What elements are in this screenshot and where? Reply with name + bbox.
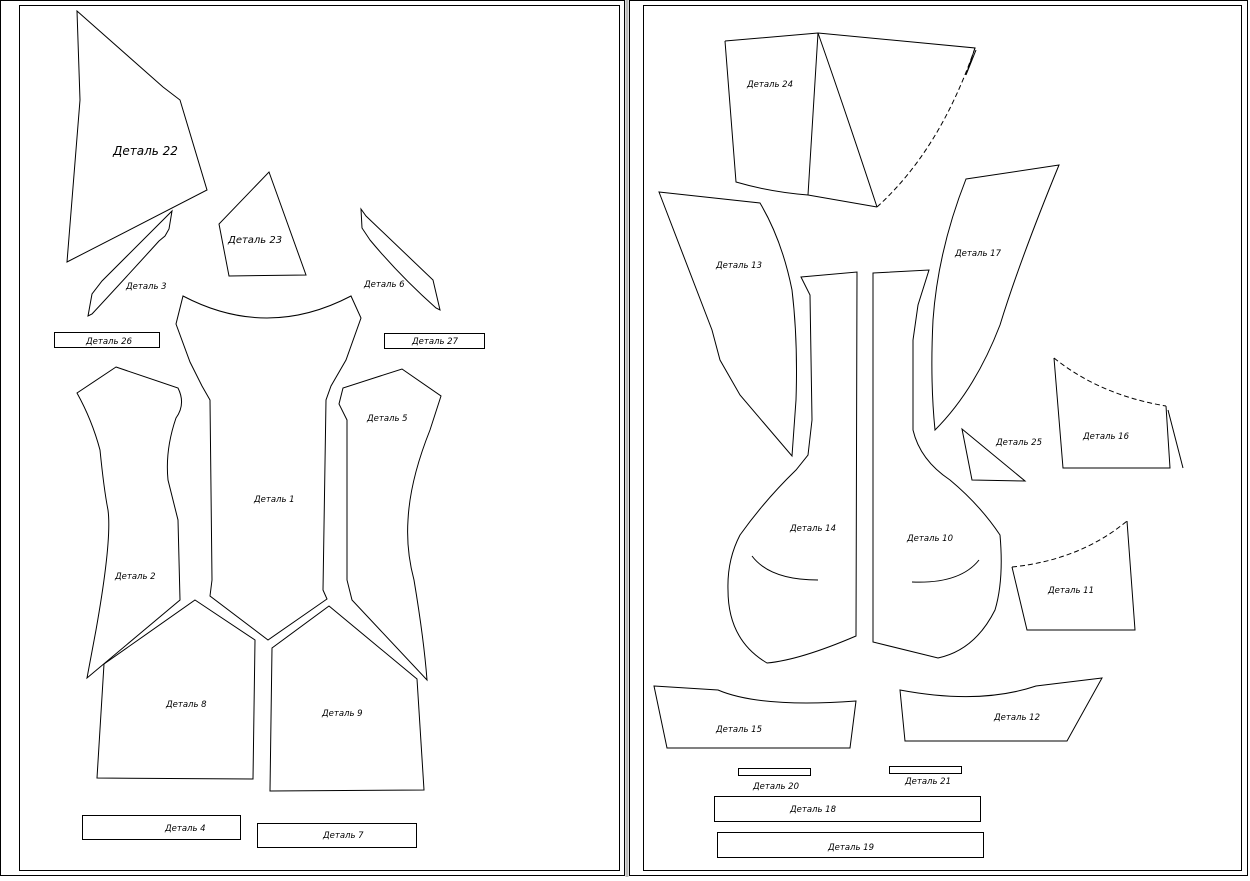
piece-11[interactable]: Деталь 11	[1011, 520, 1136, 631]
piece-20-label: Деталь 20	[752, 782, 799, 792]
piece-3-label: Деталь 3	[125, 282, 167, 292]
piece-1-label: Деталь 1	[253, 495, 295, 505]
piece-5-label: Деталь 5	[366, 414, 408, 424]
piece-21[interactable]: Деталь 21	[889, 766, 962, 788]
piece-26[interactable]: Деталь 26	[54, 332, 160, 348]
piece-13[interactable]: Деталь 13	[658, 191, 797, 458]
piece-16[interactable]: Деталь 16	[1053, 357, 1184, 469]
piece-14[interactable]: Деталь 14	[727, 271, 858, 664]
piece-16-label: Деталь 16	[1082, 432, 1130, 442]
piece-25-label: Деталь 25	[995, 438, 1042, 448]
right-sheet-inner-frame	[643, 5, 1242, 871]
piece-8-label: Деталь 8	[165, 700, 207, 710]
piece-13-label: Деталь 13	[715, 261, 762, 271]
piece-21-label: Деталь 21	[904, 777, 951, 787]
piece-11-label: Деталь 11	[1047, 586, 1094, 596]
piece-2[interactable]: Деталь 2	[76, 366, 182, 680]
piece-10-label: Деталь 10	[906, 534, 953, 544]
piece-24[interactable]: Деталь 24	[724, 32, 977, 208]
piece-2-label: Деталь 2	[114, 572, 156, 582]
piece-12-label: Деталь 12	[993, 713, 1040, 723]
piece-4-label: Деталь 4	[164, 824, 206, 834]
piece-22[interactable]: Деталь 22	[66, 9, 208, 263]
piece-23[interactable]: Деталь 23	[218, 171, 307, 277]
piece-6[interactable]: Деталь 6	[360, 207, 441, 311]
right-sheet-outer-frame	[629, 0, 1248, 876]
left-sheet-inner-frame	[19, 5, 620, 871]
piece-3[interactable]: Деталь 3	[87, 209, 173, 317]
piece-9-label: Деталь 9	[321, 709, 363, 719]
piece-26-label: Деталь 26	[85, 337, 133, 347]
piece-1[interactable]: Деталь 1	[175, 295, 362, 641]
piece-9[interactable]: Деталь 9	[269, 605, 425, 792]
piece-14-label: Деталь 14	[789, 524, 836, 534]
piece-7-label: Деталь 7	[322, 831, 364, 841]
piece-24-label: Деталь 24	[746, 80, 793, 90]
piece-27[interactable]: Деталь 27	[384, 333, 485, 349]
piece-5[interactable]: Деталь 5	[338, 368, 442, 682]
piece-15-label: Деталь 15	[715, 725, 762, 735]
piece-19-label: Деталь 19	[827, 843, 874, 853]
piece-6-label: Деталь 6	[363, 280, 405, 290]
piece-10[interactable]: Деталь 10	[872, 269, 1002, 659]
piece-12[interactable]: Деталь 12	[899, 677, 1103, 742]
piece-18[interactable]: Деталь 18	[714, 796, 981, 822]
piece-23-label: Деталь 23	[227, 235, 282, 246]
piece-17-label: Деталь 17	[954, 249, 1002, 259]
piece-8[interactable]: Деталь 8	[96, 599, 256, 780]
piece-17[interactable]: Деталь 17	[931, 164, 1060, 432]
right-sheet: Деталь 24 Деталь 13 Деталь 17 Деталь 14 …	[629, 0, 1248, 876]
piece-4[interactable]: Деталь 4	[82, 815, 241, 840]
left-sheet: Деталь 22 Деталь 23 Деталь 3 Деталь 6 Де…	[0, 0, 625, 876]
piece-19[interactable]: Деталь 19	[717, 832, 984, 858]
piece-27-label: Деталь 27	[411, 337, 459, 347]
piece-25[interactable]: Деталь 25	[961, 427, 1042, 482]
piece-7[interactable]: Деталь 7	[257, 823, 417, 848]
piece-22-label: Деталь 22	[112, 144, 178, 158]
piece-20[interactable]: Деталь 20	[738, 768, 811, 793]
piece-18-label: Деталь 18	[789, 805, 837, 815]
left-sheet-outer-frame	[0, 0, 625, 876]
piece-15[interactable]: Деталь 15	[653, 685, 857, 749]
